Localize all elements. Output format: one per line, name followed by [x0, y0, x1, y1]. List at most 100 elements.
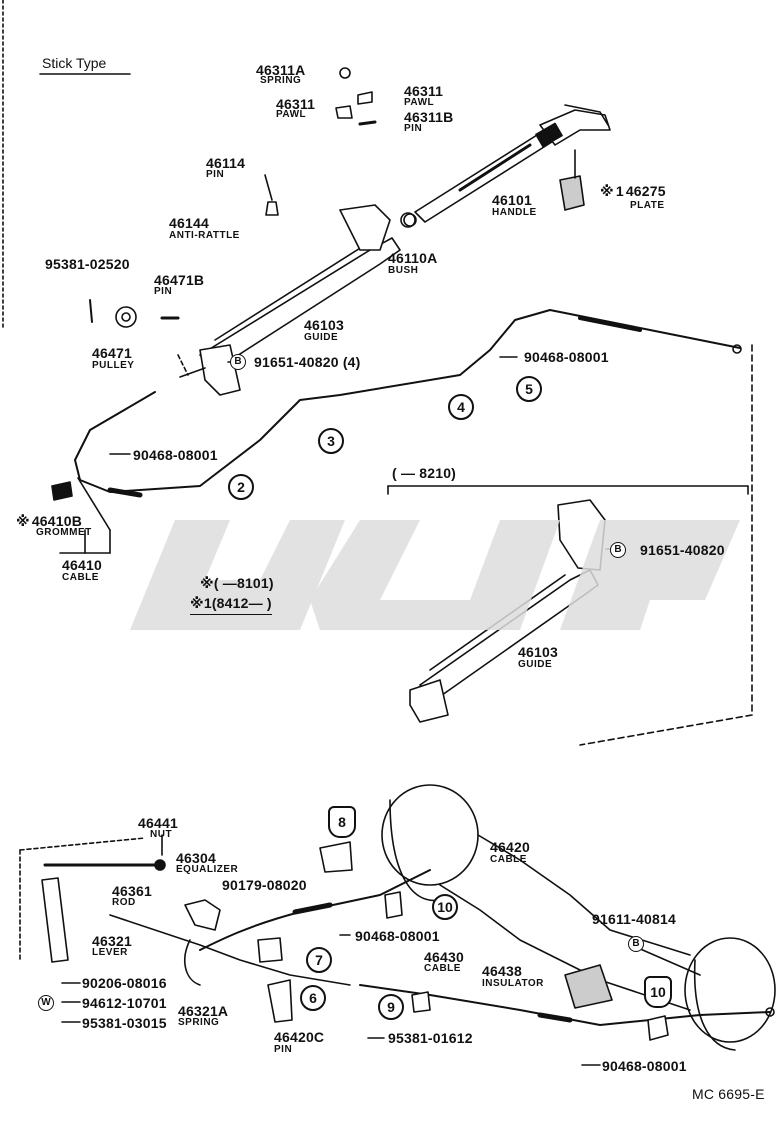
callout-7: 7	[306, 947, 332, 973]
part-desc: CABLE	[62, 572, 99, 583]
w-marker: W	[38, 995, 54, 1011]
part-number: 91651-40820	[640, 542, 725, 558]
drum-right-drawing	[684, 937, 776, 1051]
part-number: 46275	[625, 183, 666, 199]
plate-drawing	[559, 175, 585, 211]
range-label: (8412— )	[211, 595, 272, 611]
lever-drawing	[41, 877, 69, 963]
asterisk-marker: ※	[190, 595, 204, 611]
clip-10b-drawing	[647, 1015, 669, 1041]
pawl-drawing	[357, 91, 373, 105]
pin-95381-drawing	[89, 299, 93, 323]
asterisk-marker: ※	[16, 513, 30, 529]
part-number: 46420C	[274, 1029, 325, 1045]
callout-4: 4	[448, 394, 474, 420]
range-label: ( —8101)	[213, 575, 274, 591]
part-number: 46321	[92, 933, 132, 949]
b-marker: B	[610, 542, 626, 558]
part-number: 90468-08001	[133, 447, 218, 463]
spring-46321a-drawing	[184, 939, 201, 986]
part-desc: GROMMET	[36, 527, 92, 538]
part-desc: ROD	[112, 897, 136, 908]
part-desc: PAWL	[276, 109, 307, 120]
pin-46114-drawing	[265, 201, 279, 216]
part-desc: INSULATOR	[482, 978, 544, 989]
callout-10b: 10	[644, 976, 672, 1008]
bush-drawing	[400, 212, 416, 228]
drum-left-drawing	[381, 784, 479, 902]
callout-5: 5	[516, 376, 542, 402]
callout-8: 8	[328, 806, 356, 838]
part-desc: PIN	[404, 123, 423, 134]
part-number: 46311	[276, 96, 316, 112]
guide-upper-drawing	[177, 204, 401, 396]
part-number: 46410B	[31, 513, 83, 529]
clip-10-drawing	[384, 891, 403, 919]
part-desc: PIN	[206, 169, 225, 180]
part-number: 46311B	[404, 109, 454, 125]
part-desc: GUIDE	[518, 659, 553, 670]
range-row: ※( —8101)	[200, 576, 274, 590]
part-number: 90468-08001	[355, 928, 440, 944]
part-number: 90468-08001	[602, 1058, 687, 1074]
part-number: 95381-02520	[45, 256, 130, 272]
b-marker: B	[230, 354, 246, 370]
part-number: 46103	[518, 644, 558, 660]
callout-3: 3	[318, 428, 344, 454]
clip-8-drawing	[319, 841, 353, 873]
handle-drawing	[403, 104, 611, 227]
asterisk-marker: ※	[600, 183, 614, 199]
part-number: 46471B	[154, 272, 205, 288]
clip-7-drawing	[257, 937, 283, 963]
part-number: 95381-03015	[82, 1015, 167, 1031]
clip-9-drawing	[411, 991, 431, 1013]
part-number: 94612-10701	[82, 995, 167, 1011]
part-number: 90468-08001	[524, 349, 609, 365]
equalizer-drawing	[184, 899, 221, 931]
part-number: 46311A	[256, 62, 306, 78]
part-desc: NUT	[150, 829, 173, 840]
part-desc: BUSH	[388, 265, 419, 276]
part-number: 46361	[112, 883, 152, 899]
part-number: 46144	[169, 215, 209, 231]
part-number: 46311	[404, 83, 444, 99]
pulley-drawing	[115, 306, 137, 328]
part-number: 46438	[482, 963, 522, 979]
range-label: ( — 8210)	[392, 465, 457, 481]
pawl-drawing-2	[335, 105, 353, 119]
part-number: 90206-08016	[82, 975, 167, 991]
part-number: 91651-40820 (4)	[254, 354, 361, 370]
part-number: 95381-01612	[388, 1030, 473, 1046]
part-number: 46101	[492, 192, 532, 208]
part-desc: LEVER	[92, 947, 128, 958]
spring-drawing	[339, 67, 351, 79]
asterisk-marker: ※	[200, 575, 214, 591]
part-number: 90179-08020	[222, 877, 307, 893]
part-desc: SPRING	[260, 75, 302, 86]
part-number: 46321A	[178, 1003, 229, 1019]
part-desc: PIN	[274, 1044, 293, 1055]
b-marker: B	[628, 936, 644, 952]
callout-6: 6	[300, 985, 326, 1011]
grommet-drawing	[51, 481, 73, 501]
part-desc: SPRING	[178, 1017, 220, 1028]
cable-46420c	[109, 914, 351, 986]
part-number: 46110A	[388, 250, 438, 266]
callout-9: 9	[378, 994, 404, 1020]
callout-2: 2	[228, 474, 254, 500]
part-number: 91611-40814	[592, 911, 676, 927]
part-desc: CABLE	[424, 963, 461, 974]
part-desc: PLATE	[630, 200, 665, 211]
clip-6-drawing	[267, 979, 293, 1023]
part-number: 46471	[92, 345, 132, 361]
part-desc: PAWL	[404, 97, 435, 108]
insulator-drawing	[564, 964, 613, 1009]
part-number: 46103	[304, 317, 344, 333]
part-number-asterisk: ※46410B	[16, 514, 82, 528]
pin-leader	[264, 174, 273, 201]
part-desc: ANTI-RATTLE	[169, 230, 240, 241]
pin-drawing	[358, 120, 377, 126]
